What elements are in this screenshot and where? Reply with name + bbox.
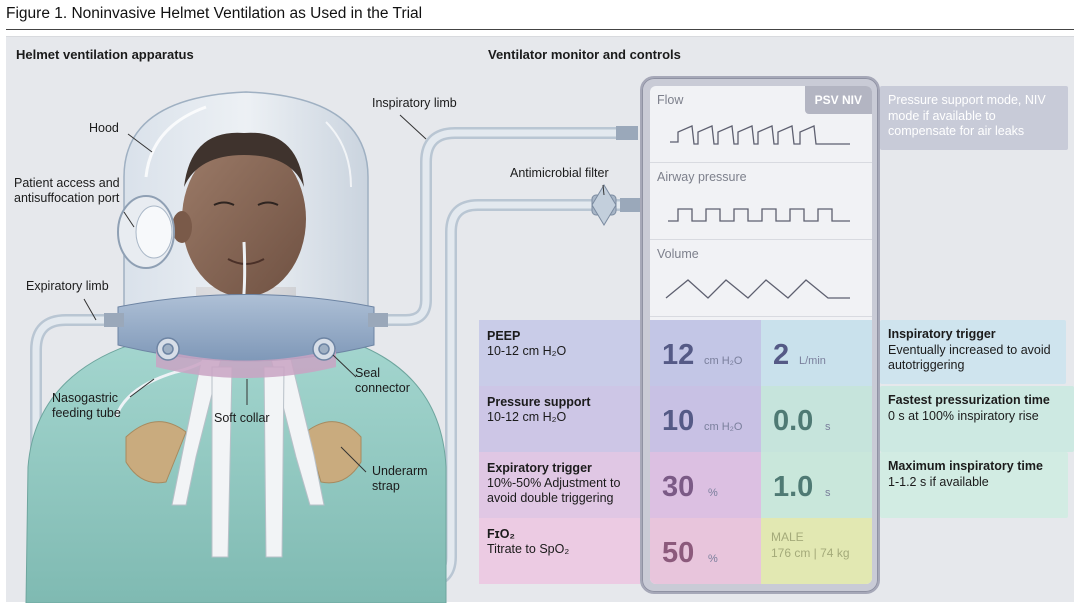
waveform-airway-pressure: Airway pressure (650, 163, 872, 240)
label-soft-collar: Soft collar (214, 411, 270, 425)
value-expiratory-trigger: 30% (650, 452, 761, 518)
mode-badge: PSV NIV (804, 86, 872, 114)
volume-wave-icon (665, 279, 850, 299)
figure-title: Figure 1. Noninvasive Helmet Ventilation… (6, 5, 423, 22)
leader-lines (83, 114, 605, 473)
title-rule (6, 29, 1074, 30)
label-inspiratory-limb: Inspiratory limb (372, 96, 457, 110)
patient-info: MALE 176 cm | 74 kg (761, 518, 872, 584)
strap-pad-left (125, 421, 187, 484)
value-fio2: 50% (650, 518, 761, 584)
seal-connector-icons (156, 337, 336, 361)
illustration (25, 91, 646, 603)
flow-wave-icon (670, 125, 850, 145)
label-expiratory-limb: Expiratory limb (26, 279, 109, 293)
pressure-wave-icon (668, 208, 850, 222)
patient-head (182, 141, 306, 297)
label-antimicrobial-filter: Antimicrobial filter (510, 166, 609, 180)
waveform-flow: Flow (650, 86, 872, 163)
underarm-straps (171, 346, 325, 558)
section-left-title: Helmet ventilation apparatus (16, 47, 194, 62)
label-hood: Hood (89, 121, 119, 135)
strap-pad-right (305, 421, 362, 484)
section-right-title: Ventilator monitor and controls (488, 47, 681, 62)
note-mode: Pressure support mode, NIV mode if avail… (880, 86, 1068, 150)
expiratory-connector-icon (104, 313, 124, 327)
inspiratory-port-icon (616, 126, 638, 140)
access-port-icon (117, 195, 175, 269)
antimicrobial-filter-icon (591, 184, 617, 226)
inspiratory-connector-icon (368, 313, 388, 327)
expiratory-port-icon (620, 198, 640, 212)
waveform-volume: Volume (650, 240, 872, 317)
